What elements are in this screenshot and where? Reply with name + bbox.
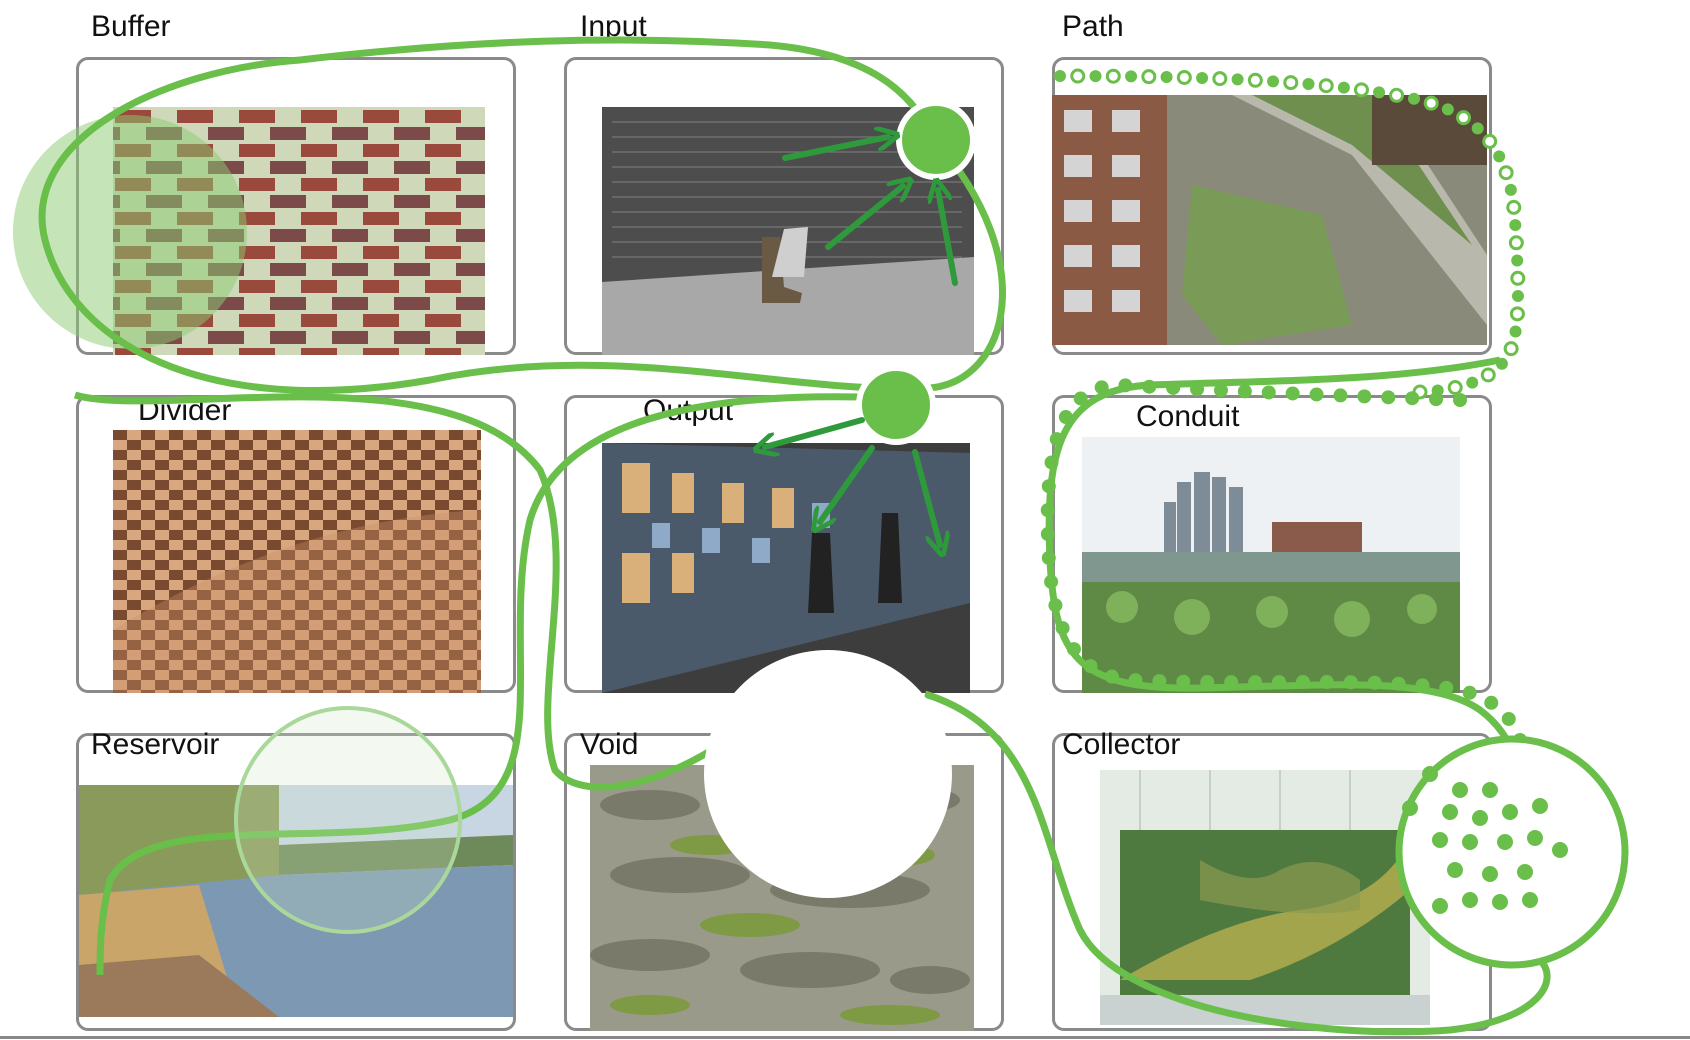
label-conduit: Conduit <box>1136 400 1240 433</box>
dot <box>1501 711 1516 726</box>
dot <box>1509 325 1522 338</box>
label-divider: Divider <box>138 394 232 427</box>
path-photo <box>1052 95 1487 345</box>
dot <box>1509 219 1522 232</box>
label-collector: Collector <box>1062 728 1181 761</box>
reservoir-photo <box>79 785 513 1017</box>
collector-photo <box>1100 770 1430 1025</box>
label-reservoir: Reservoir <box>91 728 220 761</box>
dot <box>1484 695 1499 710</box>
dot <box>1504 183 1517 196</box>
input-photo <box>602 107 974 355</box>
bottom-rule <box>0 1036 1690 1039</box>
label-void: Void <box>580 728 639 761</box>
collector-dot <box>1517 864 1533 880</box>
collector-dot <box>1502 804 1518 820</box>
dot <box>1506 199 1522 215</box>
collector-dot <box>1552 842 1568 858</box>
collector-dot <box>1492 894 1508 910</box>
collector-dot <box>1527 830 1543 846</box>
dot <box>1480 367 1496 383</box>
dot <box>1094 380 1109 395</box>
dot <box>1503 341 1519 357</box>
collector-dot <box>1522 892 1538 908</box>
label-buffer: Buffer <box>91 10 171 43</box>
collector-dot <box>1532 798 1548 814</box>
dot <box>1508 235 1524 251</box>
dot <box>1466 376 1479 389</box>
label-output: Output <box>643 394 734 427</box>
dot <box>1498 165 1514 181</box>
label-path: Path <box>1062 10 1124 43</box>
dot <box>1513 733 1527 747</box>
dot <box>1447 380 1463 396</box>
label-input: Input <box>580 10 647 43</box>
conduit-photo <box>1082 437 1460 693</box>
dot <box>1509 306 1525 322</box>
dot <box>1510 270 1526 286</box>
void-photo <box>590 765 974 1031</box>
dot <box>1493 150 1506 163</box>
dot <box>1495 357 1508 370</box>
buffer-photo <box>113 107 485 355</box>
dot <box>1166 380 1181 395</box>
dot <box>1142 379 1157 394</box>
divider-photo <box>113 430 481 693</box>
dot <box>1511 290 1524 303</box>
collector-dot <box>1497 834 1513 850</box>
dot <box>1118 378 1133 393</box>
output-photo <box>602 443 970 693</box>
dot <box>1511 254 1524 267</box>
